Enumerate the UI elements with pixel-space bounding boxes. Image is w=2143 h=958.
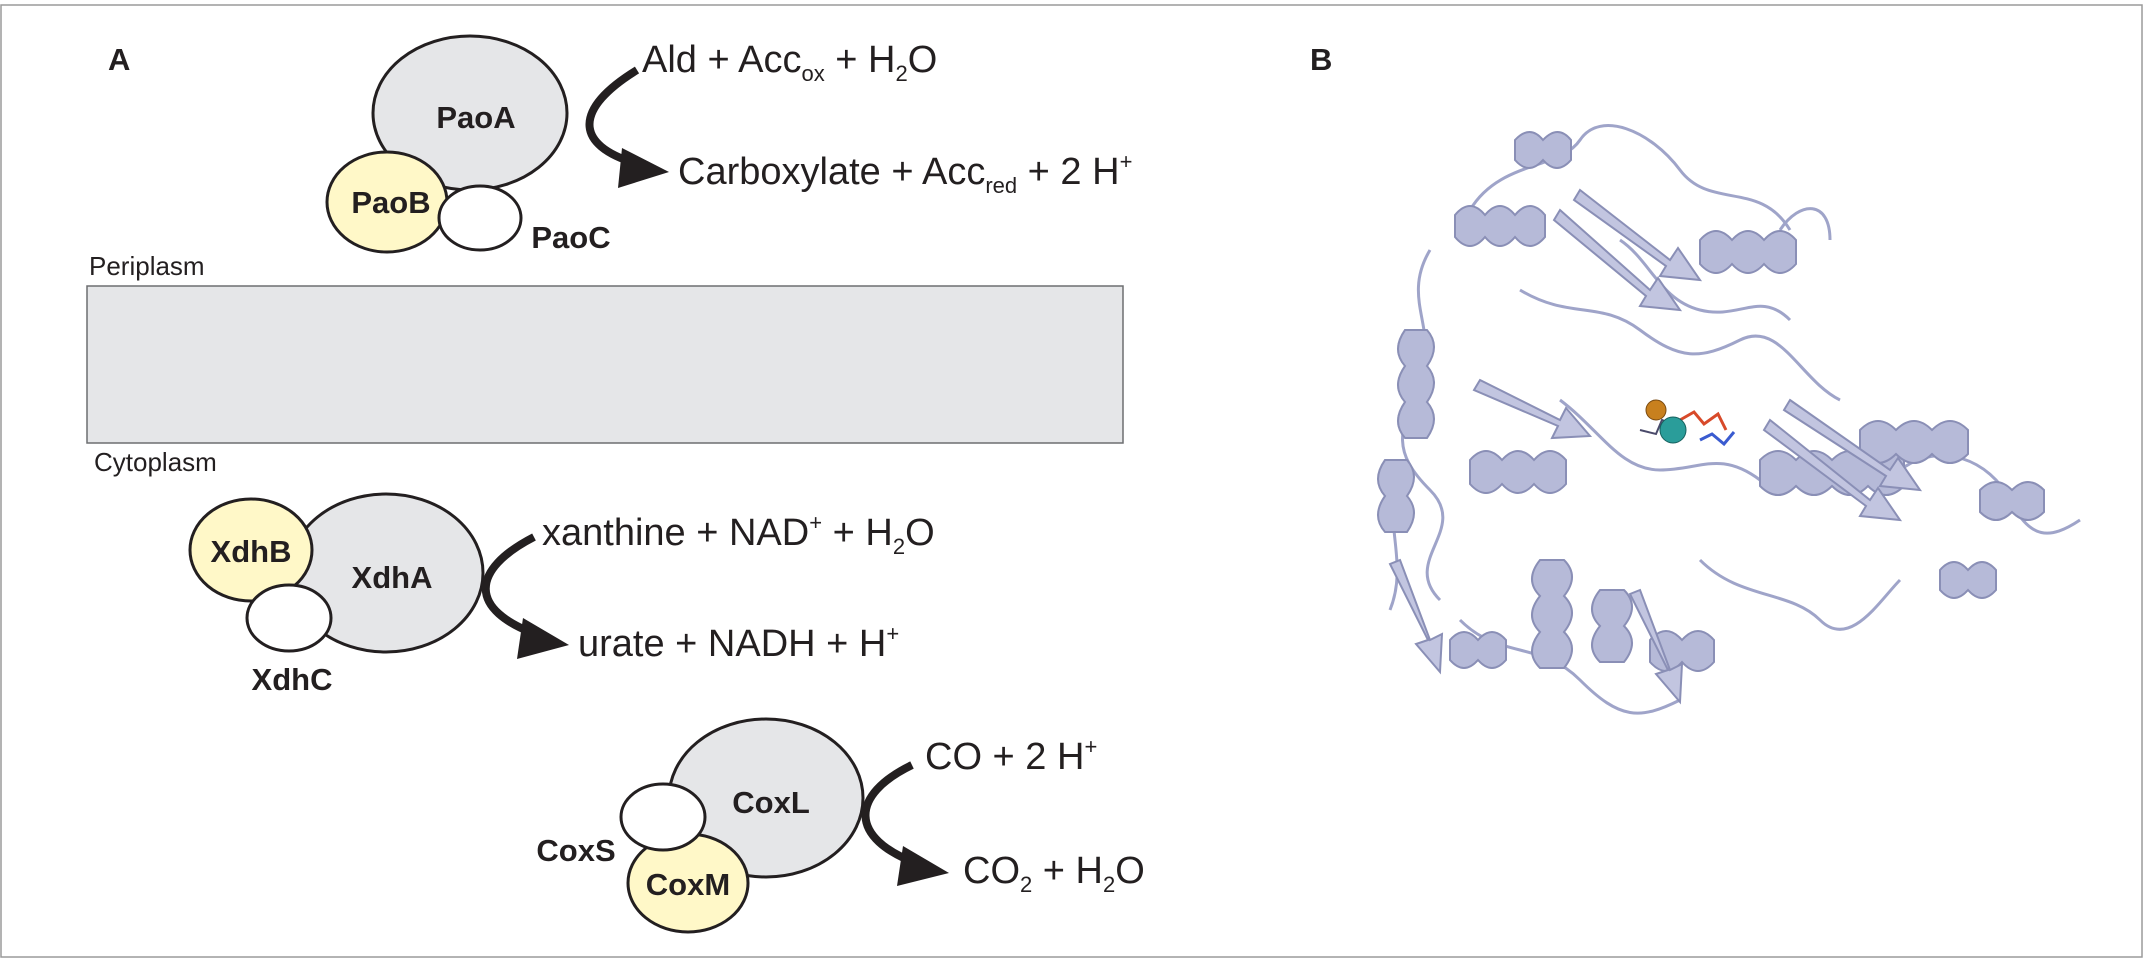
xdh-large-label: XdhA	[352, 560, 433, 595]
panel-b-label: B	[1310, 42, 1332, 77]
xdh-medium-label: XdhB	[211, 534, 292, 569]
cox-reaction-arrow	[861, 761, 949, 886]
pao-substrate: Ald + Accox + H2O	[642, 39, 937, 86]
xdh-product: urate + NADH + H+	[578, 621, 899, 665]
xdh-substrate: xanthine + NAD+ + H2O	[542, 510, 935, 559]
cox-substrate: CO + 2 H+	[925, 734, 1097, 778]
panel-a-label: A	[108, 42, 130, 77]
cox-small-subunit	[619, 782, 707, 852]
cytoplasm-label: Cytoplasm	[94, 447, 217, 477]
pao-product: Carboxylate + Accred + 2 H+	[678, 149, 1132, 198]
cox-complex: CoxL CoxM CoxS	[536, 717, 865, 934]
pao-small-label: PaoC	[531, 220, 610, 255]
xdh-small-label: XdhC	[252, 662, 333, 697]
cox-large-label: CoxL	[732, 785, 810, 820]
pao-reaction-arrow	[585, 66, 669, 188]
molybdenum-atom	[1659, 416, 1687, 444]
cox-medium-label: CoxM	[646, 867, 730, 902]
cox-small-label: CoxS	[536, 833, 615, 868]
cox-product: CO2 + H2O	[963, 850, 1145, 897]
xdh-arrowhead	[517, 618, 569, 659]
xdh-medium-subunit	[188, 497, 314, 603]
cox-arrowhead	[897, 846, 949, 886]
xdh-small-subunit	[245, 583, 333, 653]
xdh-complex: XdhA XdhB XdhC	[188, 492, 485, 697]
pao-complex: PaoA PaoB PaoC	[325, 34, 611, 255]
membrane-band	[86, 285, 1124, 444]
protein-structure-ribbon	[1377, 124, 2081, 715]
pao-medium-label: PaoB	[351, 185, 430, 220]
pao-large-label: PaoA	[436, 100, 515, 135]
iron-atom	[1645, 399, 1667, 421]
pao-small-subunit	[437, 184, 523, 252]
pao-arrowhead	[618, 148, 669, 188]
periplasm-label: Periplasm	[89, 251, 205, 281]
xdh-reaction-arrow	[481, 533, 569, 659]
